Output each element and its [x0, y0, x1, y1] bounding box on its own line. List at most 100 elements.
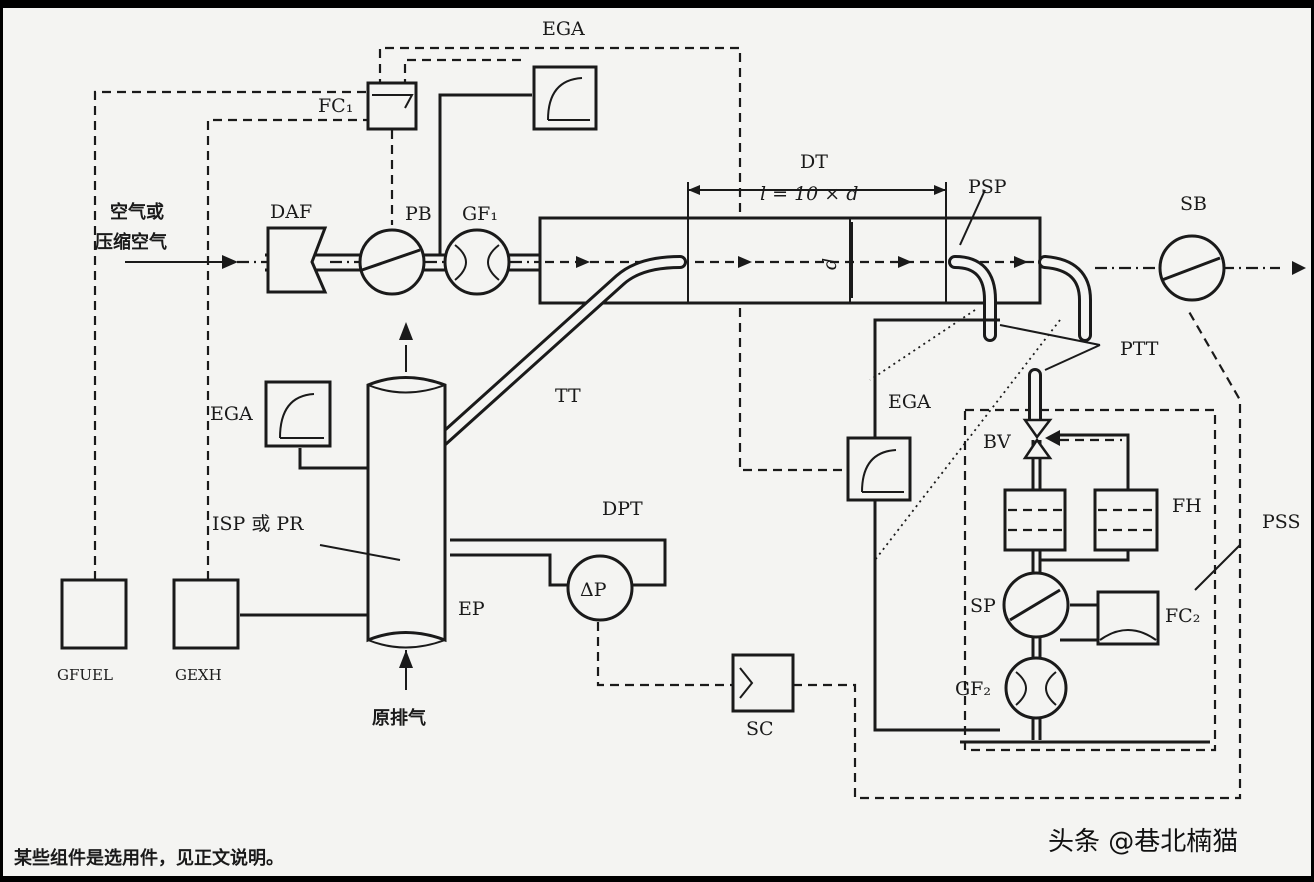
bv-actuator [1045, 430, 1060, 446]
fh-filter-left [1003, 488, 1067, 552]
dpt-sc-line [596, 622, 733, 687]
ep-up-arrowhead [399, 322, 413, 340]
label-dt: DT [800, 151, 828, 173]
ega-right-icon [861, 449, 904, 493]
bv-valve-top [1022, 418, 1053, 440]
ep-bottom-arc [367, 639, 446, 649]
sc-icon [739, 667, 754, 699]
outlet-arrowhead [1292, 261, 1306, 275]
label-fh: FH [1172, 495, 1202, 517]
ega-top-icon [547, 77, 590, 121]
ega-left-box [264, 380, 332, 448]
label-gf2: GF₂ [955, 678, 991, 700]
pb-pump-line [361, 248, 421, 272]
label-delta-p: ΔP [580, 579, 607, 601]
dim-arrow-left [688, 185, 700, 195]
label-ega-left: EGA [210, 403, 253, 425]
ega-right-box [846, 436, 912, 502]
fh-left-media [1008, 508, 1062, 532]
gf1-icon [454, 244, 500, 281]
fh-return [1040, 550, 1130, 562]
dpt-line-1 [450, 538, 667, 587]
inlet-arrowhead [222, 255, 238, 269]
label-dpt: DPT [602, 498, 643, 520]
label-tt: TT [555, 385, 581, 407]
label-gfuel: GFUEL [57, 666, 113, 684]
dt-arrow-4 [1014, 256, 1028, 268]
ptt-tube-inner [1041, 258, 1089, 339]
sc-sb-line [793, 309, 1242, 800]
label-sp: SP [970, 595, 996, 617]
label-d: d [819, 258, 841, 270]
label-bv: BV [983, 431, 1011, 453]
raw-exhaust-arrowhead [399, 650, 413, 668]
label-psp: PSP [968, 176, 1007, 198]
ega-signal-line [378, 46, 848, 472]
ptt-leader-2 [1044, 344, 1101, 371]
label-raw-exhaust: 原排气 [372, 707, 426, 729]
ega-top-box [532, 65, 598, 131]
dpt-sensor [566, 554, 634, 622]
ep-top-arc [367, 384, 446, 394]
daf-box [266, 226, 328, 294]
label-pb: PB [405, 203, 432, 225]
label-air: 空气或 [110, 201, 164, 223]
label-fc1: FC₁ [318, 95, 353, 117]
gf2-meter [1004, 656, 1068, 720]
pss-enclosure [963, 408, 1217, 752]
gf1-meter [443, 228, 511, 296]
gfuel-box [60, 578, 128, 650]
pb-pump [358, 228, 426, 296]
label-compressed-air: 压缩空气 [95, 231, 167, 253]
fc1-box [366, 81, 418, 131]
paper [3, 8, 1311, 876]
label-ega-top: EGA [542, 18, 585, 40]
bv-valve-bottom [1022, 437, 1053, 460]
gexh-signal-line [206, 118, 368, 580]
footnote: 某些组件是选用件，见正文说明。 [14, 847, 284, 869]
fh-bypass [1058, 433, 1130, 490]
fc2-icon [1099, 629, 1157, 641]
exhaust-pipe [366, 376, 447, 643]
ega-right-sample-line [873, 318, 1000, 732]
isp-leader [319, 544, 401, 561]
ptt-leader-1 [999, 324, 1101, 346]
pss-marker [1194, 544, 1241, 591]
watermark: 头条 @巷北楠猫 [1048, 827, 1238, 857]
psp-probe-inner [951, 258, 994, 339]
sc-box [731, 653, 795, 713]
gf2-icon [1015, 671, 1057, 706]
label-pss: PSS [1262, 511, 1300, 533]
ega-left-icon [279, 393, 324, 439]
sb-blower-line [1161, 256, 1221, 282]
fh-right-media [1098, 508, 1154, 532]
label-daf: DAF [270, 201, 312, 223]
gfuel-signal-line [93, 90, 368, 580]
ega-left-line [298, 448, 368, 470]
label-gexh: GEXH [175, 666, 222, 684]
label-fc2: FC₂ [1165, 605, 1200, 627]
dpt-line-2 [450, 553, 570, 587]
gexh-box [172, 578, 240, 650]
dim-arrow-right [934, 185, 946, 195]
fc1-icon [372, 94, 414, 109]
psp-dotted-2 [874, 319, 1061, 561]
gf1-ega-line [438, 93, 532, 255]
label-sb: SB [1180, 193, 1207, 215]
label-isp-pr: ISP 或 PR [212, 513, 304, 535]
dt-arrow-1 [576, 256, 590, 268]
dt-arrow-2 [738, 256, 752, 268]
fh-filter-right [1093, 488, 1159, 552]
dt-arrow-3 [898, 256, 912, 268]
label-dt-length: l = 10 × d [760, 183, 858, 205]
label-ega-right: EGA [888, 391, 931, 413]
label-ep: EP [458, 598, 485, 620]
psp-leader [959, 189, 986, 246]
sp-pump-line [1009, 588, 1061, 622]
label-sc: SC [746, 718, 774, 740]
fc1-ega-line [403, 58, 522, 88]
label-gf1: GF₁ [462, 203, 498, 225]
label-ptt: PTT [1120, 338, 1159, 360]
